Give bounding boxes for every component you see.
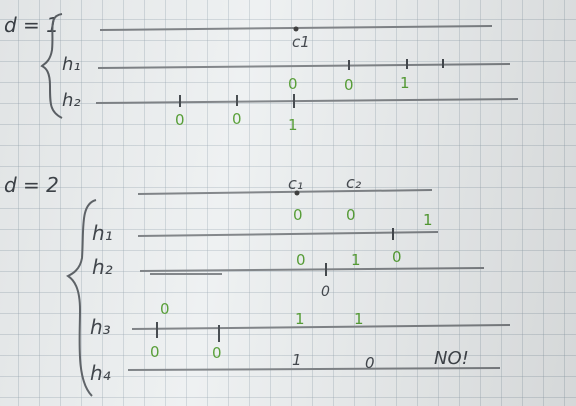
d2-h3-label: h₃ [90,315,111,339]
d1-h1-value-1: 0 [288,75,298,93]
d1-label: d = 1 [4,13,59,37]
d1-h1-line [97,63,511,69]
d2-h2-label: h₂ [92,255,113,279]
d2-h4-value-1: 0 [150,343,160,361]
d2-c1-point [294,190,300,196]
d2-brace [66,199,97,397]
d2-h3-value-3: 1 [354,310,364,328]
d1-h2-value-1: 0 [175,111,185,129]
d1-h2-line [95,98,519,104]
d1-c1-label: c1 [292,33,310,51]
d2-h4-value-4: 0 [365,354,375,372]
d2-h3-value-2: 1 [295,310,305,328]
d2-h4-value-3: 1 [292,351,302,369]
d2-h1-line [137,231,439,237]
d2-verdict: NO! [434,348,469,369]
d1-h2-value-3: 1 [288,116,298,134]
d1-h1-value-2: 0 [344,76,354,94]
d1-h1-label: h₁ [62,54,81,75]
d2-h2-value-1: 0 [296,251,306,269]
d2-h1-value-2: 0 [346,206,356,224]
d2-h3-value-1: 0 [160,300,170,318]
d1-brace [40,13,63,119]
d2-h4-line [127,367,501,371]
d1-h2-label: h₂ [62,90,81,111]
d2-h2-under-value: 0 [321,284,330,300]
d2-h4-value-2: 0 [212,344,222,362]
d2-h2-value-3: 0 [392,248,402,266]
d2-h4-label: h₄ [90,361,111,385]
d1-h2-value-2: 0 [232,110,242,128]
d2-h2-value-2: 1 [351,251,361,269]
d2-h2-line [139,267,485,272]
d2-h1-value-1: 0 [293,206,303,224]
d2-top-line [137,189,433,195]
d1-c1-point [293,26,299,32]
d2-h3-line [131,324,511,330]
d2-c1-label: c₁ [288,174,303,193]
d2-c2-label: c₂ [346,173,362,192]
d2-h1-value-3: 1 [423,211,433,229]
d2-h1-label: h₁ [92,221,113,245]
d2-label: d = 2 [4,173,59,197]
d1-h1-value-3: 1 [400,74,410,92]
